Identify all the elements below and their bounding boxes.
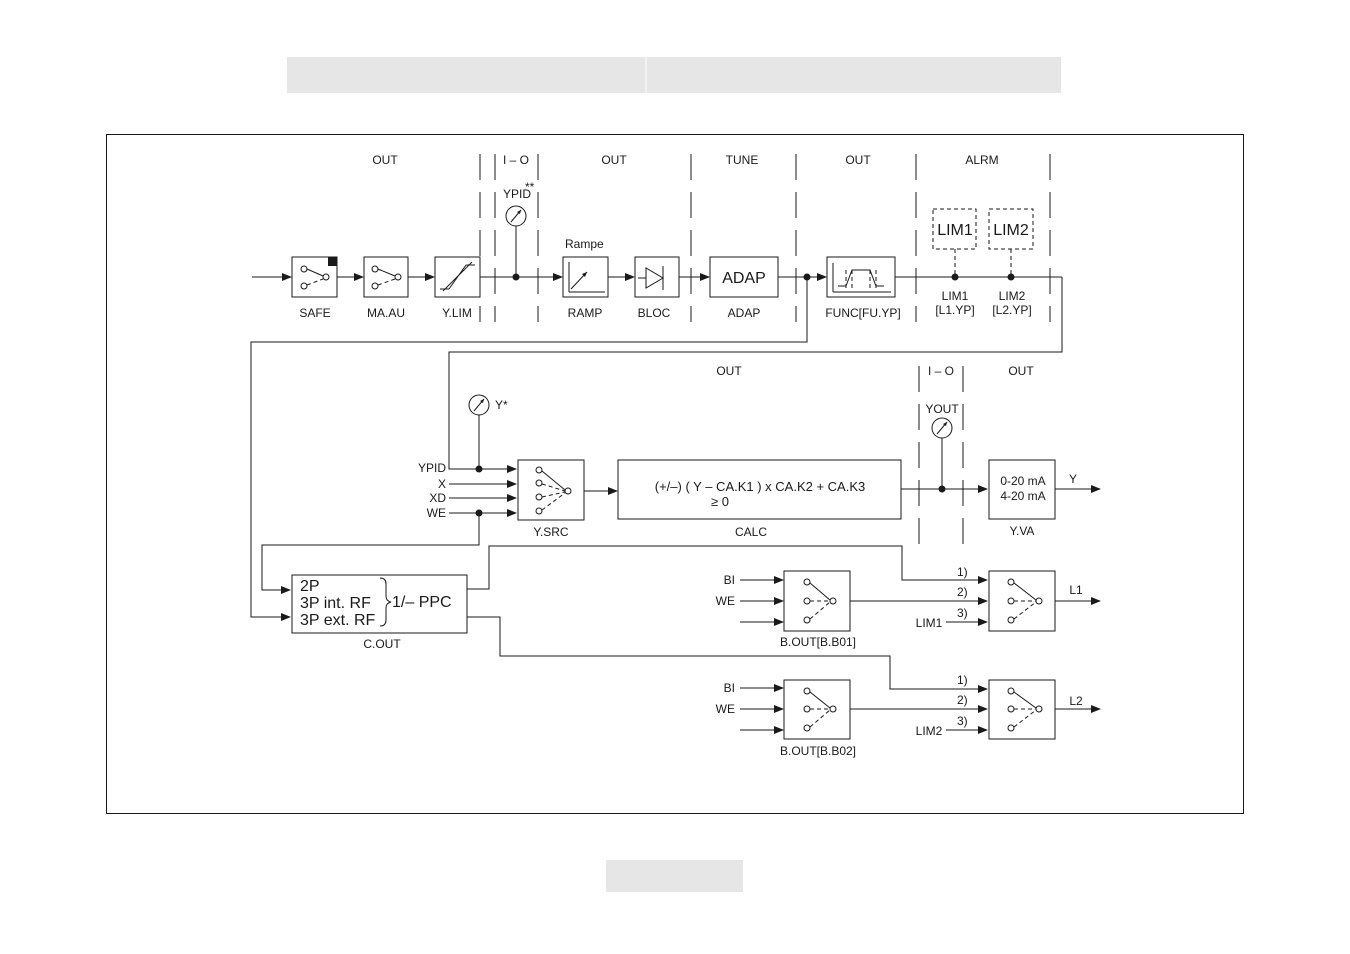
l1-mux-lim-label: LIM1	[916, 616, 943, 630]
ramp-block	[562, 256, 609, 298]
adap-block	[709, 256, 779, 298]
calc-formula: (+/–) ( Y – CA.K1 ) x CA.K2 + CA.K3	[655, 479, 866, 494]
yout-meter-gauge	[901, 417, 988, 493]
c-out-mode-3p-ext: 3P ext. RF	[300, 612, 376, 629]
c-out-label: C.OUT	[363, 637, 401, 651]
header-bar	[287, 57, 1061, 93]
safe-switch-block	[291, 256, 338, 298]
adap-block-text: ADAP	[722, 270, 766, 287]
l2-output-label: L2	[1069, 694, 1083, 708]
bout2-label: B.OUT[B.B02]	[780, 744, 856, 758]
rampe-label: Rampe	[565, 237, 604, 251]
y-va-label: Y.VA	[1010, 524, 1035, 538]
y-src-switch-block	[517, 459, 585, 521]
func-label: FUNC[FU.YP]	[825, 306, 900, 320]
c-out-mode-3p-int: 3P int. RF	[300, 595, 371, 612]
mid-section-dividers	[918, 366, 964, 553]
lim1-tap-param: [L1.YP]	[935, 303, 974, 317]
bout1-input-bi: BI	[724, 573, 735, 587]
l1-mux-input-2: 2)	[957, 585, 968, 599]
ysrc-input-we: WE	[427, 506, 446, 520]
bout2-input-we: WE	[716, 702, 735, 716]
yout-label: YOUT	[925, 402, 959, 416]
y-va-range-1: 0-20 mA	[1000, 474, 1045, 488]
l1-mux-input-1: 1)	[957, 565, 968, 579]
section-label-io-2: I – O	[928, 364, 954, 378]
calc-label: CALC	[735, 525, 767, 539]
l1-mux-input-3: 3)	[957, 606, 968, 620]
ysrc-input-ypid: YPID	[418, 461, 446, 475]
section-label-tune: TUNE	[726, 153, 759, 167]
ypid-meter-label: YPID	[503, 187, 531, 201]
bloc-label: BLOC	[638, 306, 671, 320]
section-label-out-5: OUT	[1008, 364, 1034, 378]
y-src-label: Y.SRC	[533, 525, 568, 539]
lim2-box-text: LIM2	[993, 222, 1029, 239]
y-star-meter-gauge	[468, 394, 490, 473]
calc-block	[617, 459, 902, 520]
l1-mux-switch-block	[988, 570, 1056, 632]
l2-mux-input-1: 1)	[957, 673, 968, 687]
l2-mux-input-2: 2)	[957, 693, 968, 707]
lim1-dashed-box	[932, 208, 977, 250]
y-output-label: Y	[1069, 472, 1077, 486]
section-label-out-2: OUT	[601, 153, 627, 167]
y-lim-block	[434, 256, 481, 298]
l2-mux-lim-label: LIM2	[916, 724, 943, 738]
y-lim-label: Y.LIM	[442, 306, 472, 320]
ysrc-input-xd: XD	[429, 491, 446, 505]
ma-au-label: MA.AU	[367, 306, 405, 320]
bout2-input-wires	[740, 684, 784, 734]
y-star-label: Y*	[495, 398, 508, 412]
func-block	[826, 256, 896, 298]
y-va-range-2: 4-20 mA	[1000, 489, 1045, 503]
c-out-block	[291, 574, 468, 634]
section-label-out-1: OUT	[372, 153, 398, 167]
bout1-input-wires	[740, 576, 784, 626]
lim2-tap-label: LIM2	[999, 289, 1026, 303]
c-out-mode-2p: 2P	[300, 578, 320, 595]
section-label-out-3: OUT	[845, 153, 871, 167]
ysrc-input-wires	[261, 480, 517, 594]
header-divider	[645, 57, 647, 93]
lim1-box-text: LIM1	[937, 222, 973, 239]
section-label-io-1: I – O	[503, 153, 529, 167]
diagram-frame	[106, 134, 1244, 814]
bout1-switch-block	[783, 570, 851, 632]
l1-output-label: L1	[1069, 583, 1083, 597]
footer-bar	[606, 860, 743, 892]
top-section-dividers	[479, 154, 1051, 322]
c-out-ppc: 1/– PPC	[392, 594, 452, 611]
ma-au-switch-block	[363, 256, 409, 298]
lim2-tap-param: [L2.YP]	[992, 303, 1031, 317]
bloc-block	[634, 256, 680, 298]
y-va-block	[988, 459, 1056, 520]
lim1-tap-label: LIM1	[942, 289, 969, 303]
section-label-alrm: ALRM	[965, 153, 998, 167]
c-out-output-wires	[467, 545, 988, 693]
l2-mux-input-3: 3)	[957, 714, 968, 728]
bout2-input-bi: BI	[724, 681, 735, 695]
l2-mux-switch-block	[988, 679, 1056, 740]
ypid-meter-gauge	[505, 205, 527, 277]
safe-label: SAFE	[299, 306, 330, 320]
section-label-out-4: OUT	[716, 364, 742, 378]
ramp-label: RAMP	[568, 306, 603, 320]
ypid-meter-star: **	[525, 180, 535, 194]
bout2-switch-block	[783, 679, 851, 740]
c-out-brace	[379, 577, 392, 627]
adap-label: ADAP	[728, 306, 761, 320]
calc-formula-constraint: ≥ 0	[711, 494, 729, 509]
top-signal-path	[252, 273, 1062, 281]
feedback-wires	[250, 277, 1063, 621]
bout1-input-we: WE	[716, 594, 735, 608]
ysrc-input-x: X	[438, 477, 446, 491]
bout1-label: B.OUT[B.B01]	[780, 635, 856, 649]
